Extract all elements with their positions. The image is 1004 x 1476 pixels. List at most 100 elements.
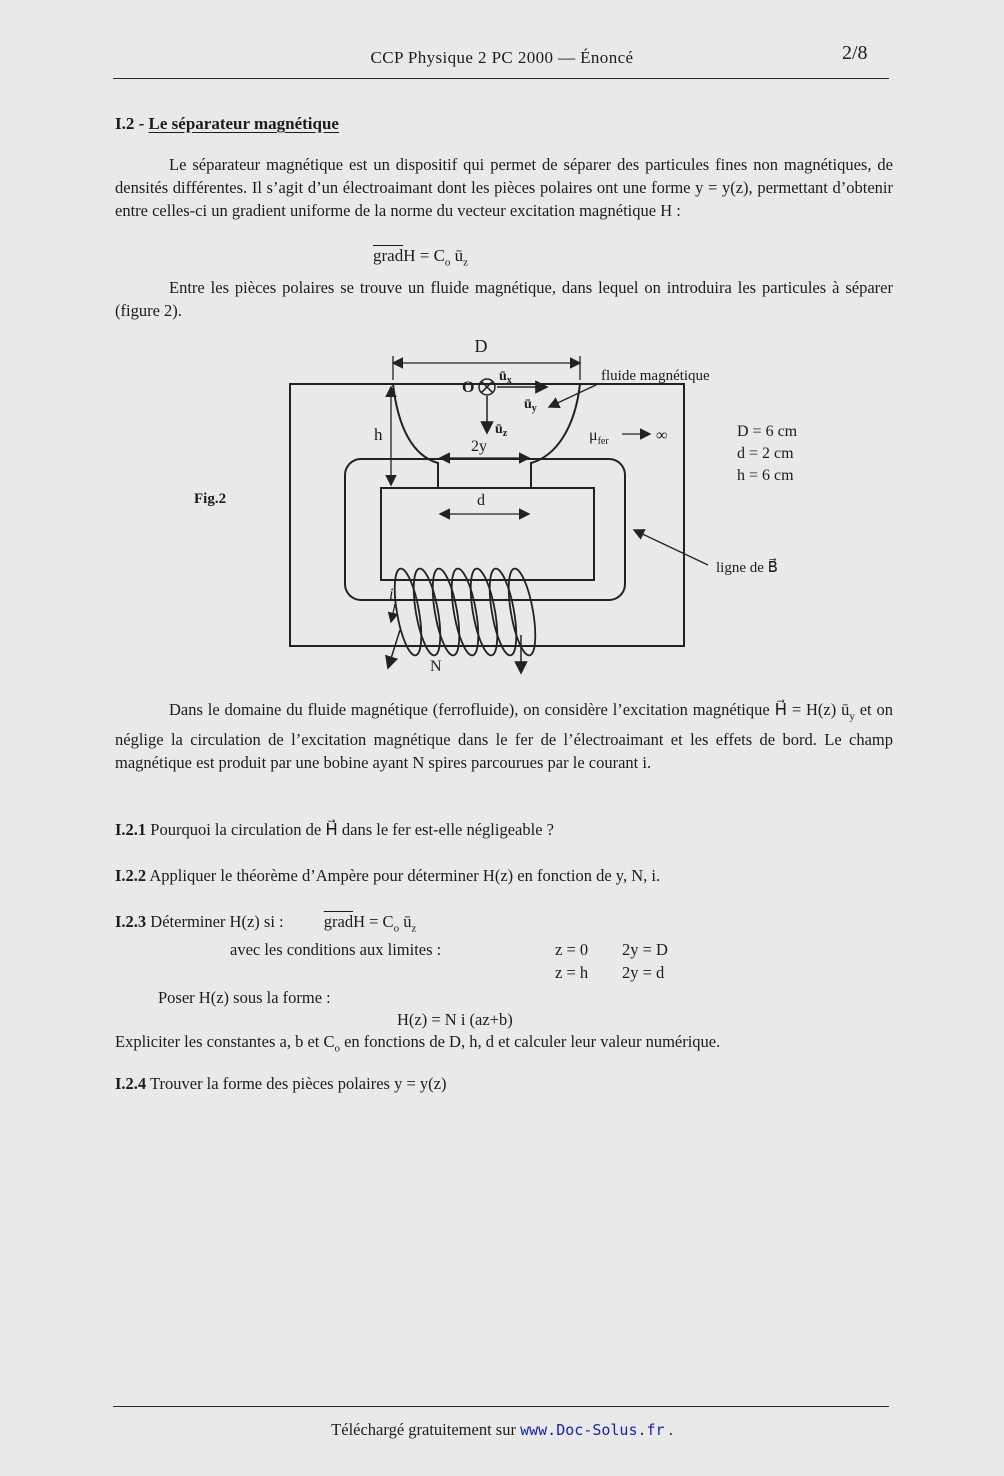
ux-label: ūx [499, 369, 512, 386]
coil-turn [431, 567, 461, 657]
coil-turn [507, 567, 537, 657]
question-number: I.2.3 [115, 912, 147, 931]
sub-zero: o [334, 1042, 340, 1055]
uy-subscript: y [532, 403, 537, 414]
doc-solus-link[interactable]: www.Doc-Solus.fr [520, 1421, 665, 1439]
coil-turn [469, 567, 499, 657]
mu-fer-label: μfer [589, 427, 609, 447]
current-label: i [389, 586, 393, 603]
question-1-2-2: I.2.2 Appliquer le théorème d’Ampère pou… [115, 864, 893, 887]
condition-2yD: 2y = D [622, 940, 668, 959]
question-1-2-1: I.2.1 Pourquoi la circulation de H⃗ dans… [115, 818, 893, 841]
ux-cross-2 [480, 380, 494, 394]
expliciter-text-a: Expliciter les constantes a, b et C [115, 1032, 335, 1051]
ligne-B-label: ligne de B⃗ [716, 557, 778, 576]
condition-zh: z = h [555, 963, 589, 982]
fluide-leader-line [547, 383, 599, 408]
value-h: h = 6 cm [737, 467, 794, 484]
value-D: D = 6 cm [737, 423, 798, 440]
ligne-B-leader [632, 529, 709, 566]
figure-2-diagram: D O ūx ūy ūz fluide magnétique h 2y μfer… [194, 336, 798, 675]
equation-H-form: H(z) = N i (az+b) [397, 1010, 513, 1029]
paragraph-ferrofluide-b: et on néglige la circulation de l’excita… [115, 700, 894, 773]
infinity-symbol: ∞ [656, 427, 667, 444]
expliciter-line: Expliciter les constantes a, b et Co en … [115, 1030, 893, 1060]
dimension-lines [385, 356, 709, 566]
coil-turn [488, 567, 518, 657]
paragraph-ferrofluide-a: Dans le domaine du fluide magnétique (fe… [169, 700, 770, 719]
H-vector: H⃗ [774, 700, 787, 719]
origin-label: O [462, 379, 474, 396]
mu-subscript: fer [598, 436, 610, 447]
H-equals: = H(z) ū [786, 700, 850, 719]
sub-z: z [411, 922, 417, 935]
dim-D-label: D [475, 336, 488, 356]
section-number: I.2 - [115, 114, 149, 133]
equation-grad: gradH = Co ūz [373, 244, 468, 274]
header-rule [113, 78, 889, 80]
ux-symbol: ū [499, 369, 507, 384]
mu-symbol: μ [589, 427, 598, 444]
ux-into-page-icon [478, 378, 496, 396]
dim-2y-label: 2y [471, 438, 487, 455]
coil-turn [450, 567, 480, 657]
page-number: 2/8 [842, 42, 868, 64]
footer-text: Téléchargé gratuitement sur [331, 1420, 521, 1439]
current-direction-arrow [387, 603, 399, 624]
question-text: Appliquer le théorème d’Ampère pour déte… [149, 866, 661, 885]
condition-2yd: 2y = d [622, 963, 665, 982]
uy-symbol: ū [524, 397, 532, 412]
uz-label: ūz [495, 422, 508, 439]
equation-grad-inline: gradH = Co ūz [323, 912, 417, 935]
turns-label: N [430, 658, 442, 675]
dim-d-label: d [477, 492, 485, 509]
paragraph-intro: Le séparateur magnétique est un disposit… [115, 155, 893, 220]
question-number: I.2.1 [115, 820, 147, 839]
question-text: Déterminer H(z) si : [150, 912, 284, 931]
equation-body: H = C [403, 246, 445, 265]
question-text: Pourquoi la circulation de H⃗ dans le fe… [150, 820, 554, 839]
section-title: Le séparateur magnétique [148, 114, 339, 133]
paragraph-ferrofluide: Dans le domaine du fluide magnétique (fe… [115, 698, 893, 774]
uz-subscript: z [503, 428, 508, 439]
fluide-label: fluide magnétique [601, 368, 710, 384]
expliciter-text-b: en fonctions de D, h, d et calculer leur… [339, 1032, 721, 1051]
question-text: Trouver la forme des pièces polaires y =… [150, 1074, 447, 1093]
u-vector: ū [450, 246, 464, 265]
dim-h-label: h [374, 425, 383, 444]
grad-symbol: grad [323, 912, 354, 931]
equation-body: H = C [353, 912, 394, 931]
conditions-label: avec les conditions aux limites : [230, 940, 442, 959]
ux-subscript: x [507, 375, 512, 386]
sub-zero: o [393, 922, 400, 935]
question-1-2-4: I.2.4 Trouver la forme des pièces polair… [115, 1072, 893, 1095]
paragraph-fluide: Entre les pièces polaires se trouve un f… [115, 278, 893, 320]
question-1-2-3: I.2.3 Déterminer H(z) si : gradH = Co ūz [115, 910, 893, 940]
question-number: I.2.2 [115, 866, 147, 885]
uz-symbol: ū [495, 422, 503, 437]
equation-H-vector: H⃗ = H(z) ūy [774, 700, 855, 723]
uy-label: ūy [524, 397, 537, 414]
figure-caption: Fig.2 [194, 491, 226, 507]
sub-z: z [463, 256, 469, 269]
page-footer: Téléchargé gratuitement sur www.Doc-Solu… [0, 1420, 1004, 1440]
left-pole-profile [392, 383, 439, 488]
coil-turn [412, 567, 442, 657]
page-header-title: CCP Physique 2 PC 2000 — Énoncé [370, 48, 634, 67]
footer-suffix: . [664, 1420, 673, 1439]
figure-labels: D O ūx ūy ūz fluide magnétique h 2y μfer… [194, 336, 798, 675]
grad-symbol: grad [373, 246, 404, 265]
section-heading: I.2 - Le séparateur magnétique [115, 114, 339, 134]
right-pole-profile [530, 383, 581, 488]
footer-rule [113, 1406, 889, 1408]
sub-y: y [849, 710, 855, 723]
question-number: I.2.4 [115, 1074, 147, 1093]
outer-yoke [289, 383, 685, 647]
inner-pole-block [380, 487, 595, 581]
condition-z0: z = 0 [555, 940, 589, 959]
value-d: d = 2 cm [737, 445, 794, 462]
poser-label: Poser H(z) sous la forme : [158, 988, 331, 1007]
u-vector: ū [399, 912, 412, 931]
current-lead-left [385, 629, 401, 670]
